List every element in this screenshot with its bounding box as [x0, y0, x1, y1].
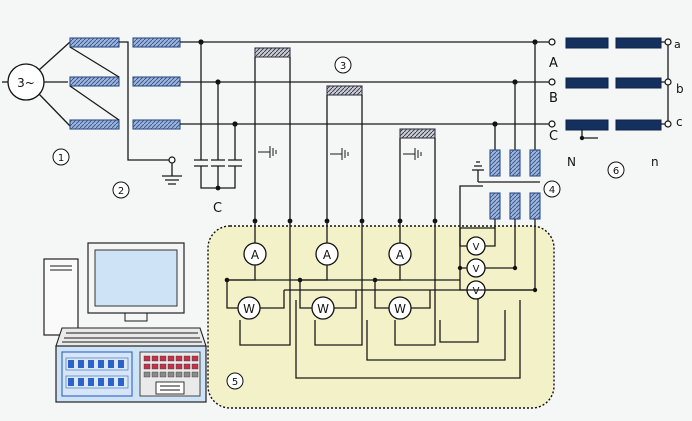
ct-bar-1: [254, 47, 291, 58]
wattmeter-label-2: W: [317, 302, 329, 316]
output-label-a: a: [674, 38, 681, 51]
capacitor-label: C: [213, 201, 222, 216]
transmission-coils: [132, 37, 181, 130]
generator: 3~: [7, 63, 45, 101]
output-label-c: c: [676, 115, 683, 129]
wattmeter-label-3: W: [394, 302, 406, 316]
ct-bar-3: [399, 128, 436, 139]
meter-group-2: A W: [297, 221, 363, 346]
meter-group-3: A W: [372, 221, 436, 346]
callout-2: 2: [118, 186, 124, 197]
neutral-label: N: [567, 155, 576, 169]
meter-group-1: A W: [224, 221, 291, 346]
callout-1: 1: [58, 153, 64, 164]
output-transformer: [548, 37, 672, 141]
line-label-a: A: [549, 56, 558, 71]
load-neutral-label: n: [651, 155, 659, 169]
callout-6: 6: [613, 166, 619, 177]
line-label-c: C: [549, 129, 558, 144]
keyboard: [55, 327, 207, 347]
generator-coils: [69, 37, 120, 130]
ammeter-label-3: A: [396, 248, 405, 262]
voltmeter-label-2: V: [473, 264, 480, 275]
monitor-screen: [94, 249, 178, 307]
wattmeter-label-1: W: [243, 302, 255, 316]
generator-label: 3~: [17, 76, 35, 90]
callout-5: 5: [232, 377, 238, 388]
ammeter-label-2: A: [323, 248, 332, 262]
callouts: 1 2 3 4 5 6: [52, 56, 625, 390]
output-label-b: b: [676, 82, 684, 96]
ct-bar-2: [326, 85, 363, 96]
voltmeter-label-1: V: [473, 242, 480, 253]
line-label-b: B: [549, 91, 558, 106]
voltmeter-label-3: V: [473, 286, 480, 297]
ammeter-label-1: A: [251, 248, 260, 262]
computer: [43, 242, 207, 403]
pc-tower: [43, 258, 79, 336]
voltage-transformers: [459, 39, 541, 291]
callout-3: 3: [340, 61, 346, 72]
capacitor-bank: [194, 39, 242, 191]
callout-4: 4: [549, 185, 555, 196]
